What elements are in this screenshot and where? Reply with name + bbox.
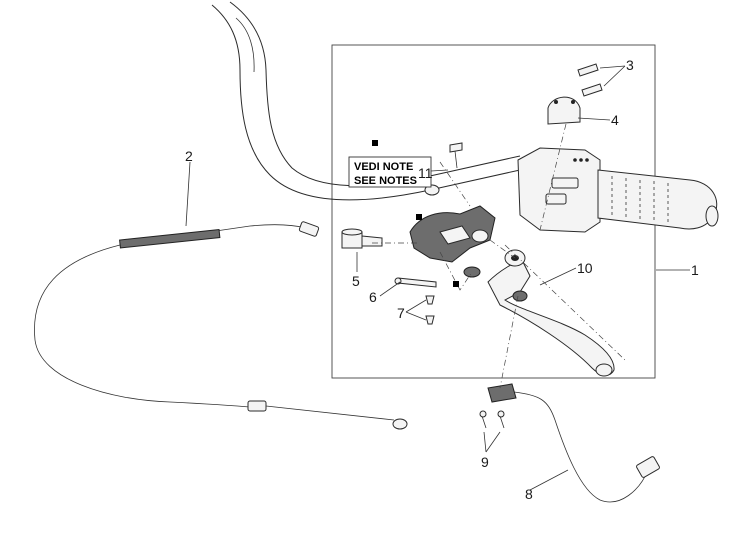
clamp-bolts [577, 63, 603, 97]
marker-square [453, 281, 459, 287]
clutch-cable [34, 221, 408, 430]
clutch-switch-harness [479, 383, 660, 503]
lever-bracket [409, 205, 496, 263]
callout-11: 11 [418, 165, 433, 181]
clamp-half [547, 96, 581, 125]
marker-square [372, 140, 378, 146]
callout-2: 2 [185, 148, 193, 164]
switch-housing [517, 147, 601, 233]
leader-lines [185, 65, 690, 491]
cable-adjuster [341, 228, 383, 249]
note-line-1: VEDI NOTE [354, 161, 413, 173]
note-line-2: SEE NOTES [354, 175, 417, 187]
callout-5: 5 [352, 273, 360, 289]
small-screws [425, 295, 435, 325]
callout-9: 9 [481, 454, 489, 470]
lever-pin [394, 277, 437, 288]
callout-4: 4 [611, 112, 619, 128]
callout-8: 8 [525, 486, 533, 502]
pivot-screw [424, 142, 463, 196]
marker-square [416, 214, 422, 220]
callout-1: 1 [691, 262, 699, 278]
callout-3: 3 [626, 57, 634, 73]
clutch-lever [487, 249, 615, 377]
callout-10: 10 [577, 260, 593, 276]
callout-7: 7 [397, 305, 405, 321]
assembly-axes [372, 123, 626, 389]
handlebar-grip [597, 169, 719, 230]
callout-6: 6 [369, 289, 377, 305]
lever-nut [463, 266, 481, 278]
see-notes-box: VEDI NOTE SEE NOTES [348, 156, 432, 188]
